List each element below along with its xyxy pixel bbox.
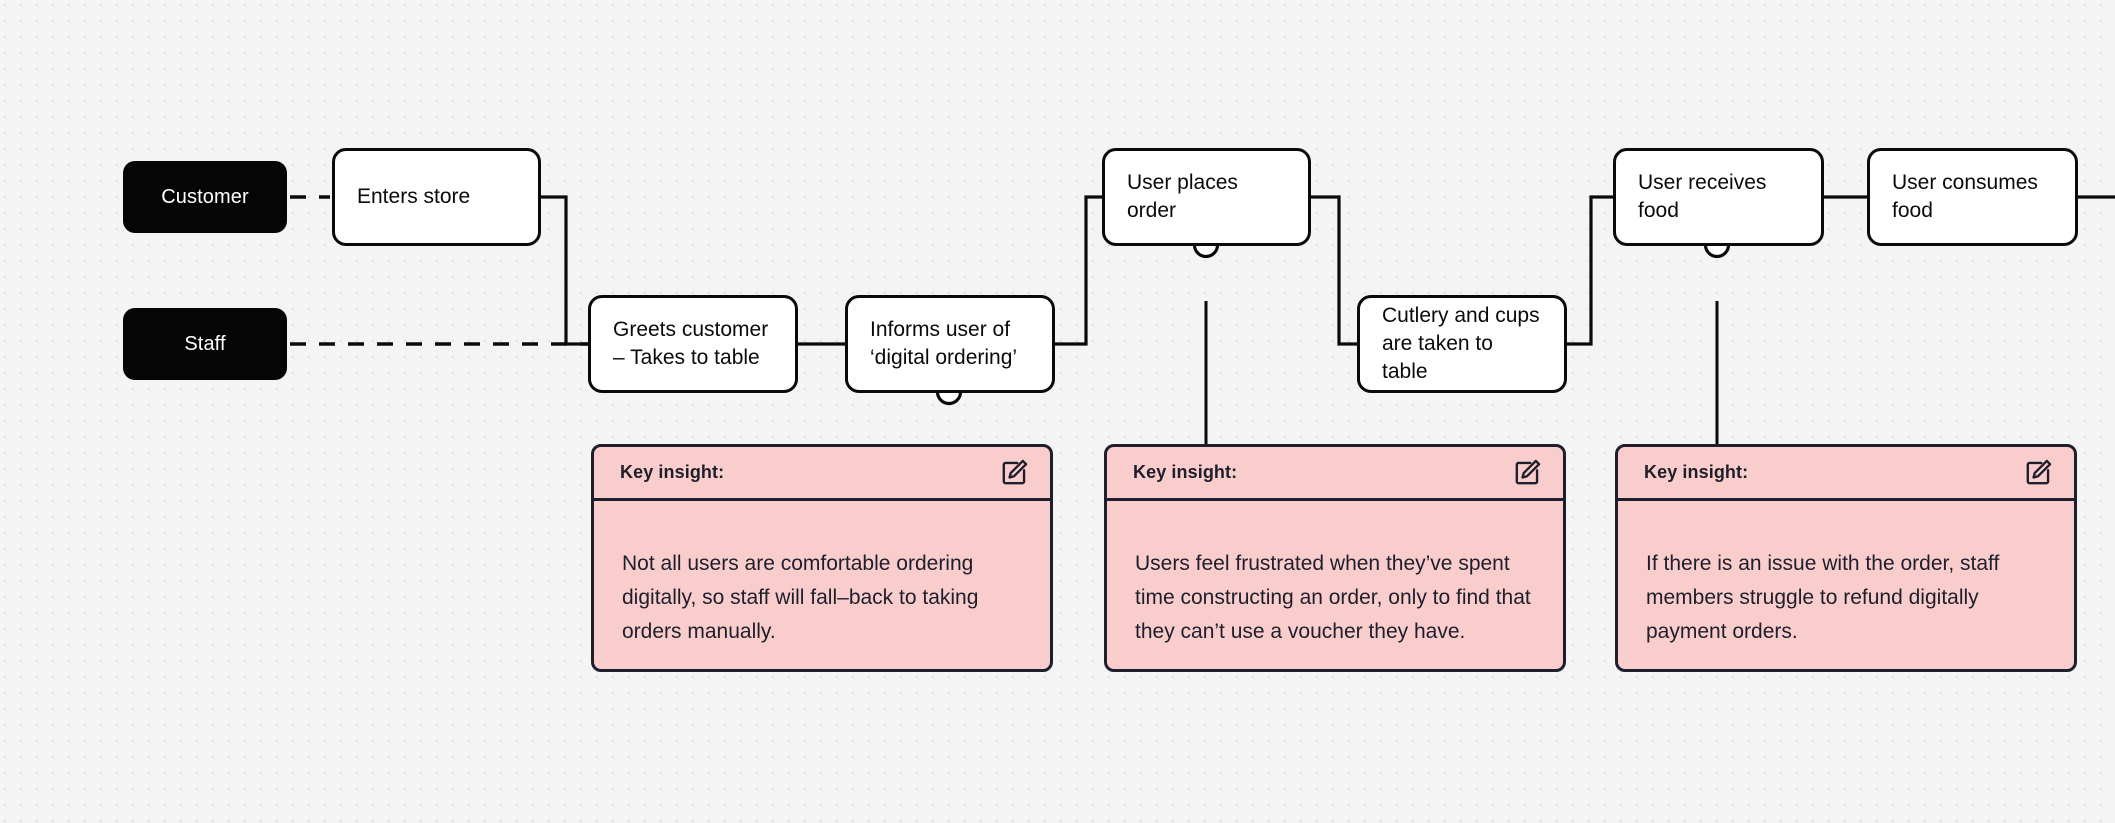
insight-card-body: Users feel frustrated when they’ve spent… xyxy=(1135,552,1531,644)
insight-card-header: Key insight: xyxy=(594,447,1050,501)
insight-card-header: Key insight: xyxy=(1107,447,1563,501)
insight-card-title: Key insight: xyxy=(1133,462,1238,482)
step-user-receives-food-line-1: User receives xyxy=(1638,171,1767,195)
insight-card-header: Key insight: xyxy=(1618,447,2074,501)
step-cutlery-and-cups-line-1: Cutlery and cups xyxy=(1382,304,1540,328)
lane-pill-customer-label: Customer xyxy=(161,185,249,208)
step-enters-store-line-1: Enters store xyxy=(357,185,471,209)
step-user-places-order[interactable]: User places order xyxy=(1102,148,1311,246)
insight-card-refund[interactable]: Key insight: If there is an issue with t… xyxy=(1615,444,2077,672)
wire-enters-store-to-greets-customer xyxy=(541,195,588,346)
step-greets-customer-line-2: – Takes to table xyxy=(613,346,760,369)
insight-card-voucher[interactable]: Key insight: Users feel frustrated when … xyxy=(1104,444,1566,672)
insight-card-body: If there is an issue with the order, sta… xyxy=(1646,552,2000,644)
step-user-consumes-food-line-2: food xyxy=(1892,199,1933,222)
edit-icon[interactable] xyxy=(2025,459,2052,486)
step-user-places-order-line-1: User places order xyxy=(1127,171,1238,222)
lane-pill-staff-label: Staff xyxy=(184,332,226,355)
wire-informs-to-places-order xyxy=(1055,195,1104,346)
lane-pill-staff[interactable]: Staff xyxy=(123,308,287,380)
step-informs-user[interactable]: Informs user of ‘digital ordering’ xyxy=(845,295,1055,393)
step-greets-customer[interactable]: Greets customer – Takes to table xyxy=(588,295,798,393)
step-user-consumes-food[interactable]: User consumes food xyxy=(1867,148,2078,246)
step-user-receives-food-line-2: food xyxy=(1638,199,1679,222)
edit-icon[interactable] xyxy=(1514,459,1541,486)
step-cutlery-and-cups[interactable]: Cutlery and cups are taken to table xyxy=(1357,295,1567,393)
edit-icon[interactable] xyxy=(1001,459,1028,486)
step-user-consumes-food-line-1: User consumes xyxy=(1892,171,2038,195)
insight-card-title: Key insight: xyxy=(1644,462,1749,482)
step-informs-user-line-2: ‘digital ordering’ xyxy=(870,346,1018,369)
insight-card-body: Not all users are comfortable ordering d… xyxy=(622,552,979,644)
wire-cutlery-to-receives-food xyxy=(1567,195,1613,346)
step-greets-customer-line-1: Greets customer xyxy=(613,318,769,342)
step-user-receives-food[interactable]: User receives food xyxy=(1613,148,1824,246)
step-cutlery-and-cups-line-2: are taken to table xyxy=(1382,332,1493,383)
insight-card-title: Key insight: xyxy=(620,462,725,482)
step-enters-store[interactable]: Enters store xyxy=(332,148,541,246)
step-informs-user-line-1: Informs user of xyxy=(870,318,1011,342)
wire-places-order-to-cutlery xyxy=(1311,195,1357,346)
insight-card-digital-ordering[interactable]: Key insight: Not all users are comfortab… xyxy=(591,444,1053,672)
lane-pill-customer[interactable]: Customer xyxy=(123,161,287,233)
